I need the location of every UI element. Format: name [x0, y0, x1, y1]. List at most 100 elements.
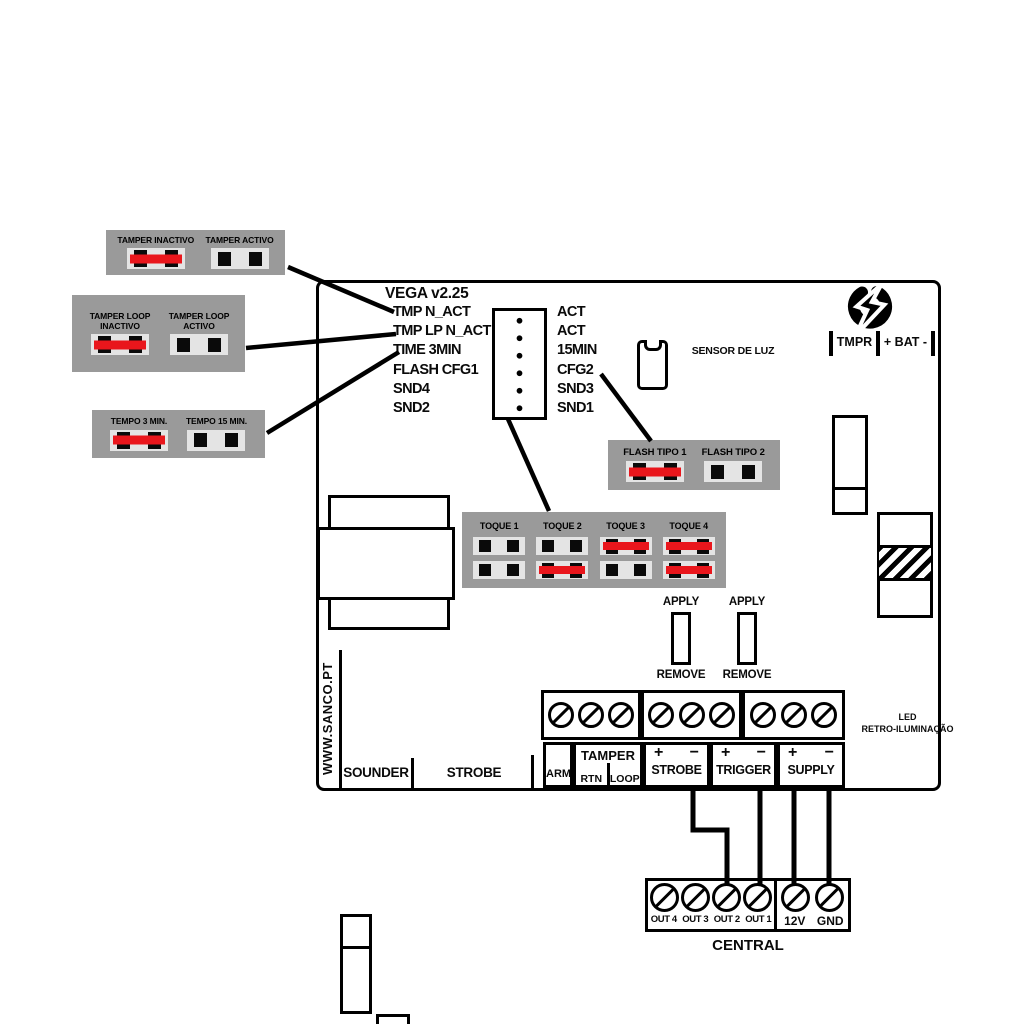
- central-output-labels: OUT 4 OUT 3 OUT 2 OUT 1: [648, 914, 774, 929]
- pin-label: SND2: [393, 400, 430, 417]
- option-label: TAMPER INACTIVO: [117, 234, 195, 245]
- toque-column-2: TOQUE 2: [536, 520, 589, 580]
- website-label: WWW.SANCO.PT: [320, 662, 335, 776]
- option-tamper-loop-activo: TAMPER LOOP ACTIVO: [168, 311, 230, 356]
- jumper-toque3-bottom[interactable]: [599, 561, 652, 580]
- jumper-toque4-top[interactable]: [662, 537, 715, 556]
- flash-jumper-box: FLASH TIPO 1 FLASH TIPO 2: [608, 440, 780, 490]
- callout-tamper-loop-jumper: TAMPER LOOP INACTIVO TAMPER LOOP ACTIVO: [72, 295, 245, 372]
- minus-sign: −: [756, 744, 766, 761]
- option-tamper-activo: TAMPER ACTIVO: [205, 235, 274, 270]
- jumper-toque1-bottom[interactable]: [473, 561, 526, 580]
- plus-sign: +: [788, 744, 798, 761]
- option-label: TOQUE 3: [606, 520, 645, 531]
- out1-label: OUT 1: [745, 914, 772, 925]
- jumper-toque2-bottom[interactable]: [536, 561, 589, 580]
- option-tempo-3min: TEMPO 3 MIN.: [109, 416, 168, 451]
- tmpr-connector[interactable]: [832, 415, 868, 515]
- jumper-toque1-top[interactable]: [473, 537, 526, 556]
- pin-label: SND3: [557, 380, 594, 397]
- out2-label: OUT 2: [713, 914, 740, 925]
- light-sensor-label: SENSOR DE LUZ: [691, 345, 775, 357]
- remove-label: REMOVE: [656, 669, 706, 681]
- light-sensor-icon: [637, 340, 668, 390]
- tamper-loop-screw[interactable]: [608, 702, 634, 728]
- jumper-tamper-inactivo[interactable]: [126, 248, 185, 270]
- trigger-terminal-label: TRIGGER: [716, 763, 771, 777]
- toque-column-3: TOQUE 3: [599, 520, 652, 580]
- option-label: FLASH TIPO 1: [623, 446, 687, 458]
- option-tamper-loop-inactivo: TAMPER LOOP INACTIVO: [87, 311, 153, 356]
- out4-screw[interactable]: [650, 883, 679, 912]
- led-backlight-label: LED RETRO-ILUMINAÇÃO: [855, 712, 960, 735]
- jumper-toque4-bottom[interactable]: [662, 561, 715, 580]
- tmpr-label: TMPR: [836, 335, 873, 349]
- trigger-minus-screw[interactable]: [749, 702, 776, 728]
- apply-label: APPLY: [662, 596, 700, 608]
- wire-strobe-to-out2: [690, 791, 730, 886]
- jumper-flash-tipo-2[interactable]: [704, 461, 763, 483]
- trigger-plus-screw[interactable]: [708, 702, 735, 728]
- terminal-block-1: [541, 690, 641, 740]
- pin-label: 15MIN: [557, 342, 597, 359]
- sounder-connector-2[interactable]: [376, 1014, 410, 1024]
- terminal-block-2: [641, 690, 742, 740]
- out4-label: OUT 4: [650, 914, 677, 925]
- backlight-jumper-2: APPLY REMOVE: [712, 596, 782, 681]
- jumper-flash-tipo-1[interactable]: [625, 461, 684, 483]
- jumper-tamper-loop-inactivo[interactable]: [91, 334, 149, 356]
- apply-label: APPLY: [728, 596, 766, 608]
- strobe-terminal-label: STROBE: [651, 763, 702, 777]
- minus-sign: −: [824, 744, 834, 761]
- minus-sign: −: [689, 744, 699, 761]
- siren-board: VEGA v2.25 TMP N_ACT TMP LP N_ACT TIME 3…: [316, 280, 954, 1024]
- led-label-line2: RETRO-ILUMINAÇÃO: [861, 723, 954, 734]
- tamper-rtn-screw[interactable]: [578, 702, 604, 728]
- divider: [339, 650, 342, 788]
- out3-label: OUT 3: [682, 914, 709, 925]
- backlight-jumper-slot[interactable]: [737, 612, 757, 665]
- jumper-tempo-3min[interactable]: [109, 429, 168, 451]
- polarity-row: + −: [646, 744, 707, 761]
- jumper-tamper-loop-activo[interactable]: [170, 334, 228, 356]
- jumper-tempo-15min[interactable]: [187, 429, 246, 451]
- option-flash-tipo-2: FLASH TIPO 2: [702, 447, 765, 483]
- gnd-label: GND: [816, 914, 844, 928]
- supply-minus-screw[interactable]: [811, 702, 838, 728]
- pin-label: ACT: [557, 304, 586, 320]
- option-label: TEMPO 3 MIN.: [110, 416, 168, 427]
- 12v-screw[interactable]: [781, 883, 811, 912]
- sanco-logo-icon: [847, 283, 893, 337]
- supply-terminal-label: SUPPLY: [787, 763, 835, 777]
- out2-screw[interactable]: [712, 883, 741, 912]
- arm-terminal-label-box: ARM: [543, 742, 573, 788]
- pin-label: TMP N_ACT: [393, 304, 471, 320]
- strobe-minus-screw[interactable]: [678, 702, 705, 728]
- polarity-row: + −: [713, 744, 774, 761]
- sounder-label: SOUNDER: [343, 765, 409, 780]
- out3-screw[interactable]: [681, 883, 710, 912]
- battery-connector[interactable]: [877, 512, 933, 618]
- central-output-screws: [648, 881, 774, 914]
- arm-screw[interactable]: [548, 702, 574, 728]
- jumper-toque3-top[interactable]: [599, 537, 652, 556]
- jumper-tamper-activo[interactable]: [210, 248, 269, 270]
- gnd-screw[interactable]: [814, 883, 844, 912]
- divider: [531, 755, 534, 788]
- bat-label: + BAT -: [883, 335, 928, 349]
- board-title: VEGA v2.25: [385, 285, 469, 302]
- divider: [411, 758, 414, 788]
- option-label: TOQUE 2: [543, 520, 582, 531]
- pin-label: TMP LP N_ACT: [393, 323, 491, 340]
- rtn-label: RTN: [580, 773, 603, 785]
- strobe-plus-screw[interactable]: [648, 702, 675, 728]
- sounder-connector-1[interactable]: [340, 914, 372, 1014]
- backlight-jumper-slot[interactable]: [671, 612, 691, 665]
- supply-plus-screw[interactable]: [780, 702, 807, 728]
- config-pin-header[interactable]: [492, 308, 547, 420]
- central-power-block: 12V GND: [774, 878, 851, 932]
- jumper-toque2-top[interactable]: [536, 537, 589, 556]
- pin-label: CFG2: [557, 361, 594, 378]
- out1-screw[interactable]: [743, 883, 772, 912]
- tamper-sub-labels: RTN LOOP: [576, 763, 640, 789]
